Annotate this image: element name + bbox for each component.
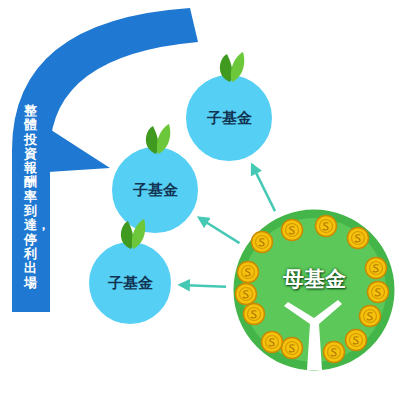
gold-coin (262, 332, 283, 353)
gold-coin (316, 216, 337, 237)
gold-coin (238, 262, 259, 283)
flow-arrow (199, 218, 239, 243)
mother-fund-circle: 母基金 (232, 208, 396, 372)
fund-label: 子基金 (108, 274, 153, 293)
gold-coin (368, 282, 389, 303)
gold-coin (244, 304, 265, 325)
flow-arrow (180, 285, 226, 287)
gold-coin (360, 306, 381, 327)
banner-text: 整體投資報酬率到達，停利出場 (24, 104, 37, 290)
gold-coin (346, 330, 367, 351)
gold-coin (348, 228, 369, 249)
child-circle-shape (88, 241, 172, 325)
leaf (231, 52, 244, 82)
gold-coin (236, 284, 257, 305)
fund-label: 子基金 (133, 181, 178, 200)
gold-coin (366, 258, 387, 279)
mother-circle-shape (232, 208, 396, 372)
banner-point (48, 128, 110, 172)
child-fund-circle: 子基金 (88, 241, 172, 325)
leaf (132, 219, 145, 249)
gold-coin (282, 220, 303, 241)
child-circle-shape (111, 146, 199, 234)
child-fund-circle: 子基金 (111, 146, 199, 234)
fund-label: 子基金 (207, 109, 252, 128)
child-circle-shape (185, 74, 273, 162)
gold-coin (324, 342, 345, 363)
gold-coin (282, 338, 303, 359)
fund-label: 母基金 (283, 265, 346, 293)
leaf (146, 126, 159, 154)
child-fund-circle: 子基金 (185, 74, 273, 162)
flow-arrow (252, 165, 275, 211)
gold-coin (252, 232, 273, 253)
leaf (157, 124, 170, 154)
leaf (121, 221, 134, 249)
banner-band: 整體投資報酬率到達，停利出場 (24, 104, 38, 290)
leaf (220, 54, 233, 82)
